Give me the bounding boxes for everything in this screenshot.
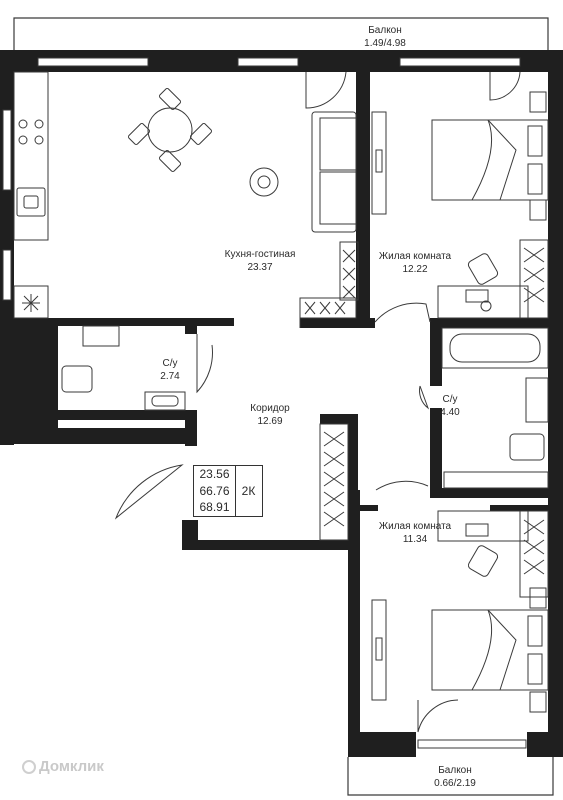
round-table [249,167,279,197]
room-label-bedroom-2: Жилая комната 11.34 [370,520,460,546]
bathroom-2-fixtures [441,327,549,489]
balcony-top-outline [13,17,549,52]
bathroom-1-fixtures [61,325,186,411]
room-label-kitchen-living: Кухня-гостиная 23.37 [210,248,310,274]
room-area: 12.69 [257,416,283,427]
room-area: 23.37 [247,262,273,273]
kitchen-wardrobe [299,241,359,319]
room-area: 1.49/4.98 [364,38,406,49]
room-name: С/у [442,394,458,405]
room-area: 2.74 [160,371,180,382]
dining-table [128,88,212,172]
room-name: Коридор [250,403,290,414]
kitchen-counter [13,71,49,319]
bedroom-1-bed [431,91,549,221]
bedroom-1-wardrobe [519,239,549,319]
total-area: 66.76 [199,483,230,498]
watermark: Домклик [22,758,104,775]
room-area: 4.40 [440,407,460,418]
bedroom-1-tv [371,111,387,215]
room-area: 12.22 [402,264,428,275]
bedroom-2-wardrobe [519,510,549,598]
corridor-wardrobe [319,423,349,541]
windows [2,57,527,749]
room-label-bathroom-2: С/у 4.40 [432,393,468,419]
total-with-balcony-area: 68.91 [199,500,230,514]
apartment-type: 2К [241,484,256,498]
room-area: 0.66/2.19 [434,778,476,789]
bedroom-2-bed [431,587,549,713]
room-name: Балкон [368,25,402,36]
room-name: Балкон [438,765,472,776]
room-name: Жилая комната [378,521,452,532]
bedroom-2-desk [437,510,529,577]
room-area: 11.34 [402,534,428,545]
room-label-balcony-bottom: Балкон 0.66/2.19 [425,764,485,790]
room-name: Кухня-гостиная [224,249,296,260]
balcony-bottom-outline [347,757,554,796]
living-area: 23.56 [199,467,230,481]
room-label-bedroom-1: Жилая комната 12.22 [370,250,460,276]
room-name: Жилая комната [378,251,452,262]
watermark-text: Домклик [39,758,104,775]
doors [114,71,521,733]
bedroom-2-tv [371,599,387,701]
room-label-bathroom-1: С/у 2.74 [150,357,190,383]
area-values: 23.56 66.76 68.91 [194,466,236,516]
sofa [311,111,357,233]
room-label-corridor: Коридор 12.69 [240,402,300,428]
area-summary: 23.56 66.76 68.91 2К [193,465,263,517]
watermark-logo-icon [22,760,36,775]
bedroom-1-desk [437,253,529,319]
room-label-balcony-top: Балкон 1.49/4.98 [355,24,415,50]
room-name: С/у [162,358,178,369]
